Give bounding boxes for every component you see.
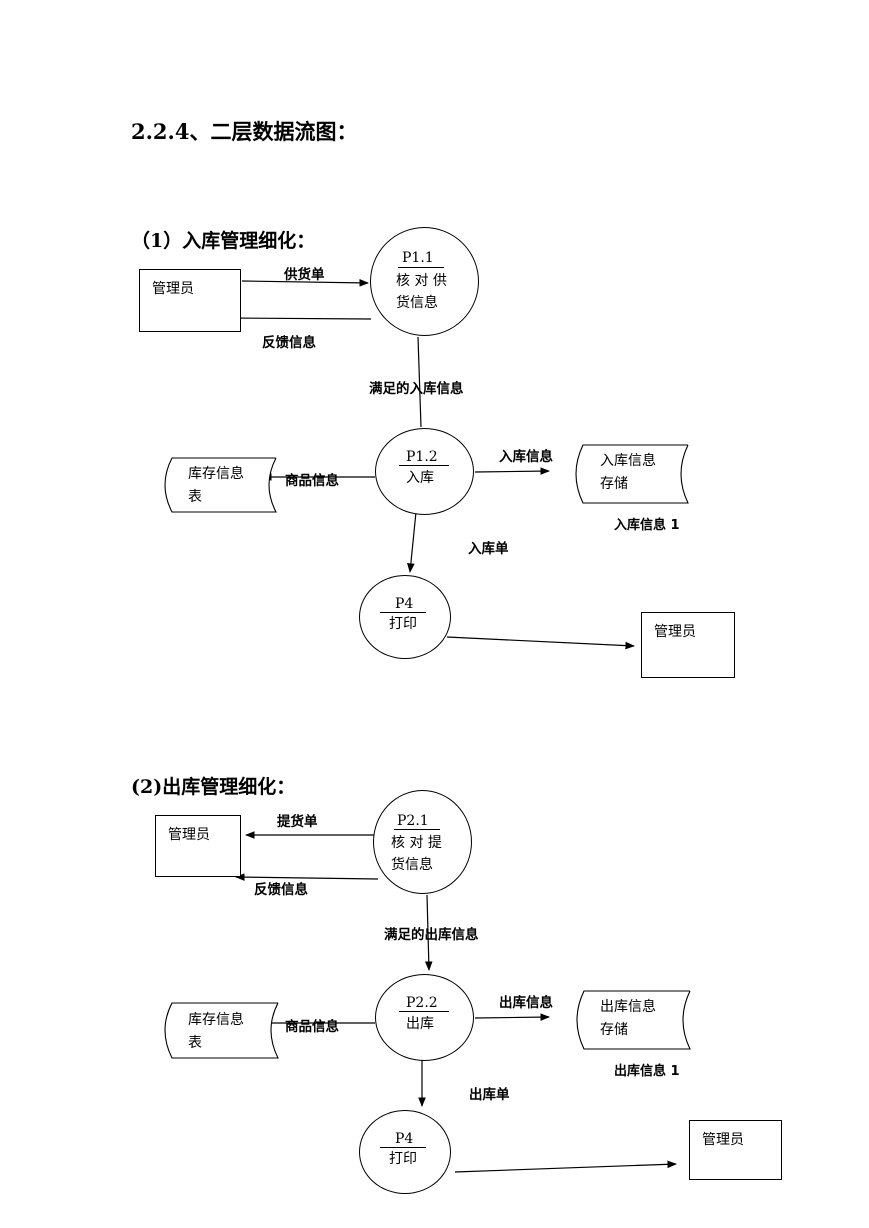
flow-outbound-info-line bbox=[474, 1013, 550, 1021]
flow-label-goods2: 商品信息 bbox=[285, 1019, 339, 1035]
entity-admin-2: 管理员 bbox=[641, 612, 735, 678]
store-label-line1: 入库信息 bbox=[600, 453, 656, 469]
store-left-outline bbox=[164, 457, 277, 513]
process-p2-1: P2.1 核 对 提 货信息 bbox=[373, 790, 472, 894]
store-label-line1: 库存信息 bbox=[188, 466, 244, 482]
entity-admin-1: 管理员 bbox=[139, 269, 241, 332]
process-label-line2: 货信息 bbox=[396, 295, 438, 311]
flow-label-outbound-order: 出库单 bbox=[469, 1087, 510, 1103]
flow-label-inbound-info: 入库信息 bbox=[499, 449, 553, 465]
process-label-line1: 打印 bbox=[389, 616, 417, 632]
flow-print2-line bbox=[454, 1160, 677, 1173]
flow-label-feedback: 反馈信息 bbox=[262, 335, 316, 351]
store-right2-text: 出库信息 存储 bbox=[600, 996, 656, 1042]
flow-label-satisfied2: 满足的出库信息 bbox=[384, 927, 479, 943]
store-right-text: 入库信息 存储 bbox=[600, 450, 656, 496]
process-divider bbox=[399, 465, 449, 466]
flow-label-supply: 供货单 bbox=[284, 267, 325, 283]
flow-label-goods: 商品信息 bbox=[285, 473, 339, 489]
flow-feedback-line bbox=[223, 314, 372, 322]
process-id: P2.2 bbox=[406, 995, 438, 1011]
flow-feedback2-line bbox=[235, 873, 379, 881]
process-p4-2: P4 打印 bbox=[359, 1110, 451, 1194]
store-right-tag: 入库信息 1 bbox=[614, 518, 680, 533]
process-p1-1: P1.1 核 对 供 货信息 bbox=[370, 227, 479, 336]
process-label-line1: 打印 bbox=[389, 1151, 417, 1167]
store-right2-tag: 出库信息 1 bbox=[614, 1064, 680, 1079]
store-label-line1: 库存信息 bbox=[188, 1012, 244, 1028]
process-divider bbox=[399, 1011, 449, 1012]
entity-admin-label: 管理员 bbox=[654, 624, 696, 640]
entity-admin-label: 管理员 bbox=[702, 1132, 744, 1148]
process-id: P1.2 bbox=[406, 449, 438, 465]
process-label-line1: 核 对 供 bbox=[396, 273, 447, 289]
flow-satisfied-line bbox=[417, 336, 422, 428]
flow-inbound-order-line bbox=[407, 511, 417, 573]
store-left2-text: 库存信息 表 bbox=[188, 1009, 244, 1055]
flow-label-outbound-info: 出库信息 bbox=[499, 995, 553, 1011]
process-id: P2.1 bbox=[397, 813, 429, 829]
store-left2-outline bbox=[164, 1002, 279, 1059]
process-label-line2: 货信息 bbox=[391, 857, 433, 873]
store-label-line2: 存储 bbox=[600, 1022, 628, 1038]
page-title: 2.2.4、二层数据流图： bbox=[131, 119, 358, 144]
flow-inbound-info-line bbox=[474, 467, 550, 475]
section2-heading: (2)出库管理细化： bbox=[131, 776, 296, 798]
process-label-line1: 核 对 提 bbox=[391, 835, 442, 851]
store-left-text: 库存信息 表 bbox=[188, 463, 244, 509]
process-p2-2: P2.2 出库 bbox=[375, 974, 474, 1061]
store-right-outline bbox=[575, 444, 689, 504]
process-divider bbox=[398, 267, 444, 268]
entity-admin-label: 管理员 bbox=[168, 827, 210, 843]
process-label-line1: 出库 bbox=[406, 1016, 434, 1032]
entity-admin-3: 管理员 bbox=[155, 815, 241, 877]
process-divider bbox=[380, 612, 426, 613]
process-divider bbox=[380, 1147, 426, 1148]
entity-admin-label: 管理员 bbox=[152, 281, 194, 297]
store-label-line2: 表 bbox=[188, 1035, 202, 1051]
flow-label-pickup: 提货单 bbox=[277, 814, 318, 830]
flow-label-inbound-order: 入库单 bbox=[468, 541, 509, 557]
process-id: P4 bbox=[395, 1131, 414, 1147]
section1-heading: （1）入库管理细化： bbox=[131, 230, 316, 252]
store-label-line2: 表 bbox=[188, 489, 202, 505]
flow-label-feedback2: 反馈信息 bbox=[254, 882, 308, 898]
store-label-line1: 出库信息 bbox=[600, 999, 656, 1015]
entity-admin-4: 管理员 bbox=[689, 1120, 782, 1180]
flow-label-satisfied: 满足的入库信息 bbox=[369, 381, 464, 397]
store-label-line2: 存储 bbox=[600, 476, 628, 492]
process-divider bbox=[394, 829, 440, 830]
process-id: P1.1 bbox=[402, 250, 434, 266]
process-p1-2: P1.2 入库 bbox=[375, 428, 474, 515]
flow-satisfied2-line bbox=[424, 894, 433, 971]
process-p4: P4 打印 bbox=[359, 575, 451, 659]
process-label-line1: 入库 bbox=[406, 470, 434, 486]
flow-print-line bbox=[446, 636, 635, 650]
store-right2-outline bbox=[576, 990, 691, 1050]
process-id: P4 bbox=[395, 596, 414, 612]
flow-supply-line bbox=[241, 279, 369, 287]
